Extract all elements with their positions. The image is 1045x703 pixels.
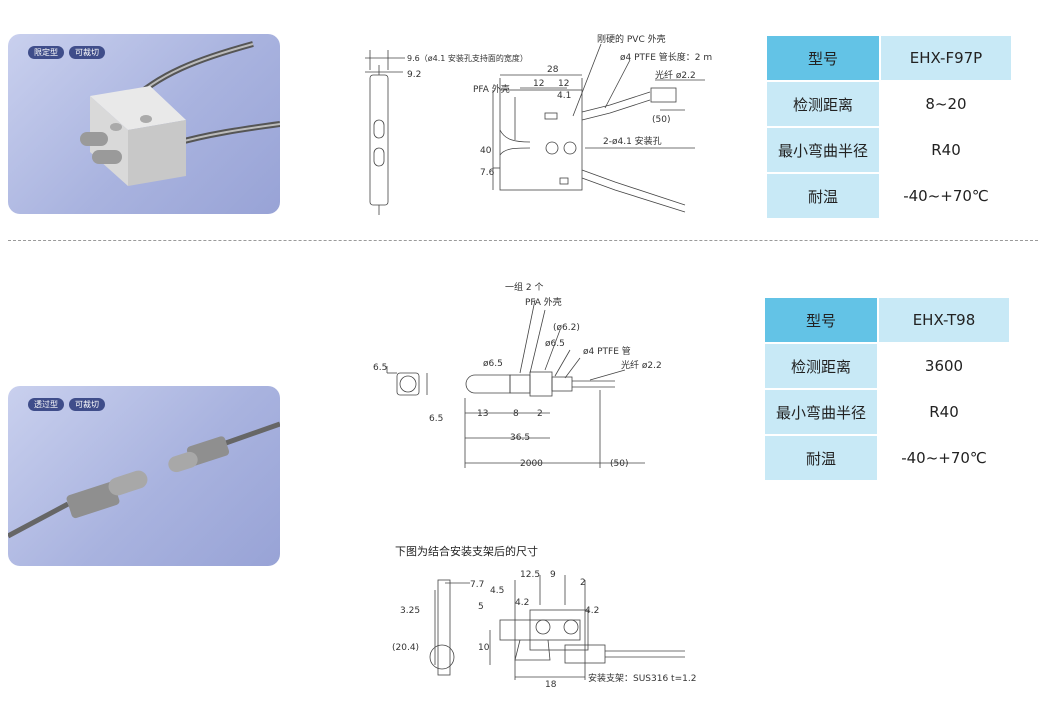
label-ptfe-tube: ø4 PTFE 管	[583, 345, 631, 357]
spec-key: 耐温	[767, 172, 881, 218]
badge-cuttable: 可裁切	[69, 398, 105, 411]
spec-value: -40~+70℃	[878, 434, 1009, 480]
spec-row-model: 型号 EHX-F97P	[767, 36, 1011, 81]
spec-key: 型号	[765, 298, 879, 343]
label-ptfe-tube: ø4 PTFE 管长度：2 m	[620, 51, 712, 63]
spec-value: EHX-T98	[878, 298, 1009, 343]
badge-limited-type: 限定型	[28, 46, 64, 59]
spec-table-ehx-f97p: 型号 EHX-F97P 检测距离 8~20 最小弯曲半径 R40 耐温 -40~…	[767, 36, 1011, 218]
product-photo-limited-type: 限定型 可裁切	[8, 34, 280, 214]
dim-9-2: 9.2	[407, 70, 421, 80]
section-divider	[8, 240, 1038, 241]
dim-40: 40	[480, 146, 492, 156]
dim-7-7: 7.7	[470, 580, 484, 590]
spec-value: EHX-F97P	[880, 36, 1011, 81]
label-fiber: 光纤 ø2.2	[655, 69, 696, 81]
dim-4-1: 4.1	[557, 91, 571, 101]
dimension-drawing-bracket: 7.7 4.5 12.5 9 2 4.2 4.2 5 3.25 (20.4) 1…	[392, 570, 696, 690]
dim-12-b: 12	[558, 79, 569, 89]
spec-value: 8~20	[880, 80, 1011, 127]
badge-cuttable: 可裁切	[69, 46, 105, 59]
dim-6-5-bottom: 6.5	[429, 414, 443, 424]
label-pfa-housing: PFA 外壳	[525, 296, 562, 308]
spec-row-bend-radius: 最小弯曲半径 R40	[765, 388, 1009, 435]
dim-d6-5-left: ø6.5	[483, 359, 503, 369]
bracket-note-title: 下图为结合安装支架后的尺寸	[395, 545, 538, 558]
spec-key: 型号	[767, 36, 881, 81]
dim-3-25: 3.25	[400, 606, 420, 616]
spec-row-detect-distance: 检测距离 8~20	[767, 80, 1011, 127]
sensor-block-illustration	[80, 41, 280, 186]
spec-row-bend-radius: 最小弯曲半径 R40	[767, 126, 1011, 173]
label-fiber: 光纤 ø2.2	[621, 359, 662, 371]
dim-20-4: (20.4)	[392, 643, 419, 653]
dim-9-6: 9.6（ø4.1 安装孔支持面的宽度）	[407, 53, 528, 63]
dim-9: 9	[550, 570, 556, 580]
spec-key: 最小弯曲半径	[765, 388, 879, 435]
spec-row-model: 型号 EHX-T98	[765, 298, 1009, 343]
dim-2: 2	[537, 409, 543, 419]
badge-group: 透过型 可裁切	[28, 398, 105, 411]
spec-key: 检测距离	[767, 80, 881, 127]
spec-key: 耐温	[765, 434, 879, 480]
dim-2: 2	[580, 578, 586, 588]
label-pair: 一组 2 个	[505, 281, 543, 293]
dim-4-2-a: 4.2	[515, 598, 529, 608]
dim-2000: 2000	[520, 459, 543, 469]
dim-50: (50)	[652, 115, 670, 125]
label-pfa-housing: PFA 外壳	[473, 83, 510, 95]
label-bracket-material: 安装支架：SUS316 t=1.2	[588, 672, 696, 684]
spec-table-ehx-t98: 型号 EHX-T98 检测距离 3600 最小弯曲半径 R40 耐温 -40~+…	[765, 298, 1009, 480]
spec-value: 3600	[878, 342, 1009, 389]
spec-row-temperature: 耐温 -40~+70℃	[765, 434, 1009, 480]
dim-18: 18	[545, 680, 557, 690]
dim-4-5: 4.5	[490, 586, 504, 596]
dim-10: 10	[478, 643, 490, 653]
dimension-drawing-through-beam-type: 一组 2 个 PFA 外壳 (ø6.2) ø6.5 ø6.5 ø4 PTFE 管…	[373, 281, 662, 469]
spec-key: 最小弯曲半径	[767, 126, 881, 173]
label-mounting-holes: 2-ø4.1 安装孔	[603, 135, 662, 147]
spec-value: R40	[880, 126, 1011, 173]
spec-row-detect-distance: 检测距离 3600	[765, 342, 1009, 389]
spec-value: R40	[878, 388, 1009, 435]
sensor-pair-illustration	[8, 421, 280, 539]
dim-7-6: 7.6	[480, 168, 495, 178]
spec-key: 检测距离	[765, 342, 879, 389]
dim-d6-2: (ø6.2)	[553, 323, 580, 333]
dim-28: 28	[547, 65, 559, 75]
badge-through-beam-type: 透过型	[28, 398, 64, 411]
dim-12-5: 12.5	[520, 570, 540, 580]
spec-value: -40~+70℃	[880, 172, 1011, 218]
dim-6-5-top: 6.5	[373, 363, 387, 373]
product-photo-through-beam-type: 透过型 可裁切	[8, 386, 280, 566]
label-pvc-housing: 刚硬的 PVC 外壳	[597, 33, 666, 45]
dimension-drawing-limited-type: 9.6（ø4.1 安装孔支持面的宽度） 9.2 28 12 12 4.1 40 …	[365, 33, 712, 215]
dim-13: 13	[477, 409, 488, 419]
badge-group: 限定型 可裁切	[28, 46, 105, 59]
dim-12-a: 12	[533, 79, 544, 89]
dim-50: (50)	[610, 459, 628, 469]
dim-5: 5	[478, 602, 484, 612]
dim-8: 8	[513, 409, 519, 419]
dim-36-5: 36.5	[510, 433, 530, 443]
dim-d6-5-top: ø6.5	[545, 339, 565, 349]
spec-row-temperature: 耐温 -40~+70℃	[767, 172, 1011, 218]
dim-4-2-b: 4.2	[585, 606, 599, 616]
